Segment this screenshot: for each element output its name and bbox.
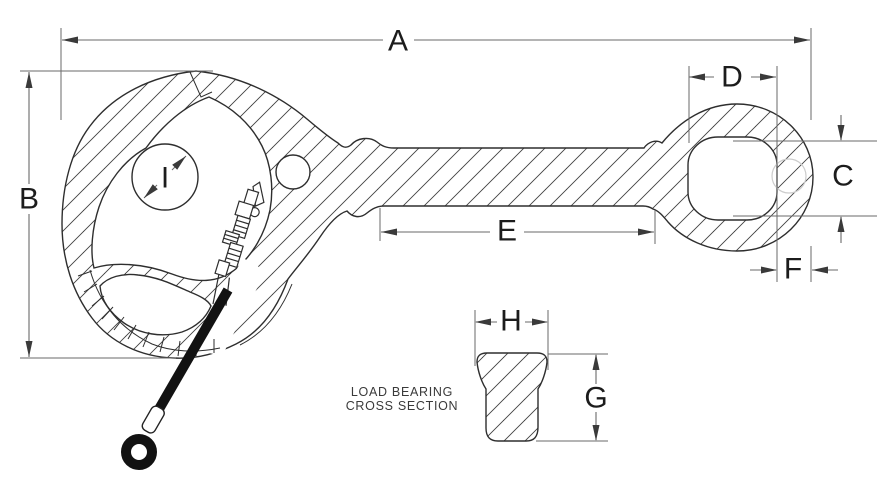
dim-label-c: C [832, 160, 854, 193]
lanyard-channel [192, 258, 266, 356]
dimension-d: D [688, 61, 778, 282]
dimension-g: G [536, 353, 608, 442]
cross-section-caption: LOAD BEARING CROSS SECTION [346, 385, 459, 413]
cable-eye-loop [121, 434, 157, 470]
caption-line1: LOAD BEARING [351, 385, 453, 399]
eye-hole [687, 136, 778, 221]
dimension-h: H [474, 305, 549, 370]
dim-label-i: I [161, 162, 169, 195]
cable [150, 287, 233, 419]
dim-label-b: B [19, 183, 39, 216]
dimension-a: A [60, 25, 812, 120]
ghost-reference-circle [771, 158, 807, 194]
small-pivot-hole [275, 154, 311, 190]
dimension-c: C [733, 115, 877, 243]
dim-label-e: E [497, 215, 517, 248]
cable-ferrule [141, 405, 165, 434]
clamp-body-view [61, 70, 814, 359]
dimension-e: E [379, 208, 656, 248]
lanyard-cable [121, 287, 233, 470]
dim-label-d: D [721, 61, 743, 94]
dim-label-h: H [500, 305, 522, 338]
dim-label-a: A [388, 25, 408, 58]
caption-line2: CROSS SECTION [346, 399, 459, 413]
kidney-slot [99, 273, 212, 336]
dimension-f: F [750, 246, 838, 286]
dimension-i: I [143, 155, 187, 199]
dim-label-g: G [584, 382, 607, 415]
dimension-b: B [19, 70, 213, 359]
dim-label-f: F [784, 253, 802, 286]
cross-section-view: H G LOAD BEARING CROSS SECTION [346, 305, 608, 442]
latch-mechanism [212, 181, 265, 306]
cross-section-outline [476, 352, 548, 442]
